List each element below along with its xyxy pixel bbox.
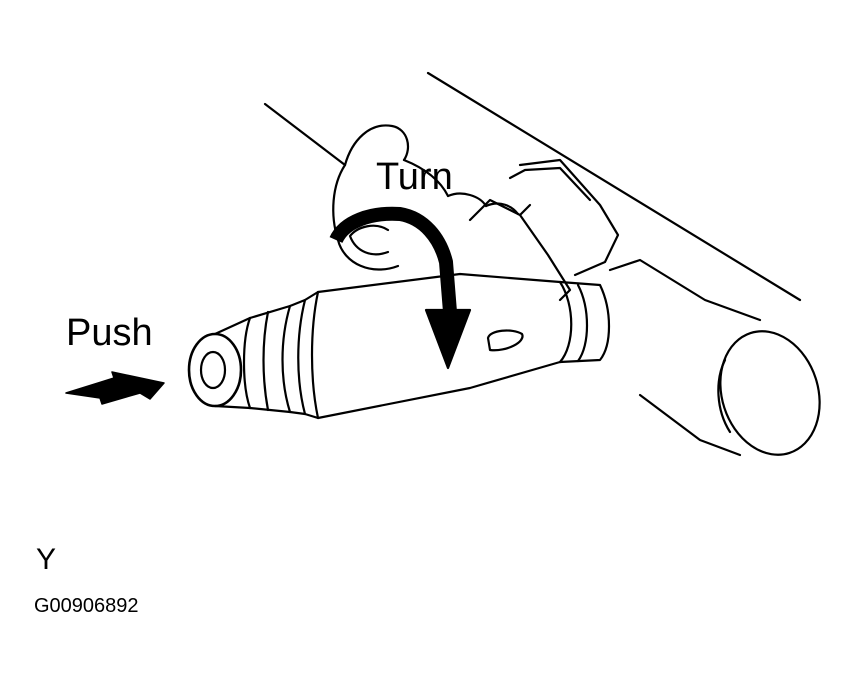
hand — [263, 102, 620, 302]
push-label: Push — [66, 312, 153, 354]
push-arrow-icon — [65, 371, 165, 405]
view-label: Y — [36, 543, 57, 576]
delivery-pipe — [426, 71, 821, 457]
injector — [187, 272, 611, 420]
figure-id: G00906892 — [34, 595, 139, 617]
injector-nozzle-end — [187, 332, 243, 408]
turn-arrow-icon — [329, 206, 472, 370]
turn-label: Turn — [376, 156, 453, 198]
